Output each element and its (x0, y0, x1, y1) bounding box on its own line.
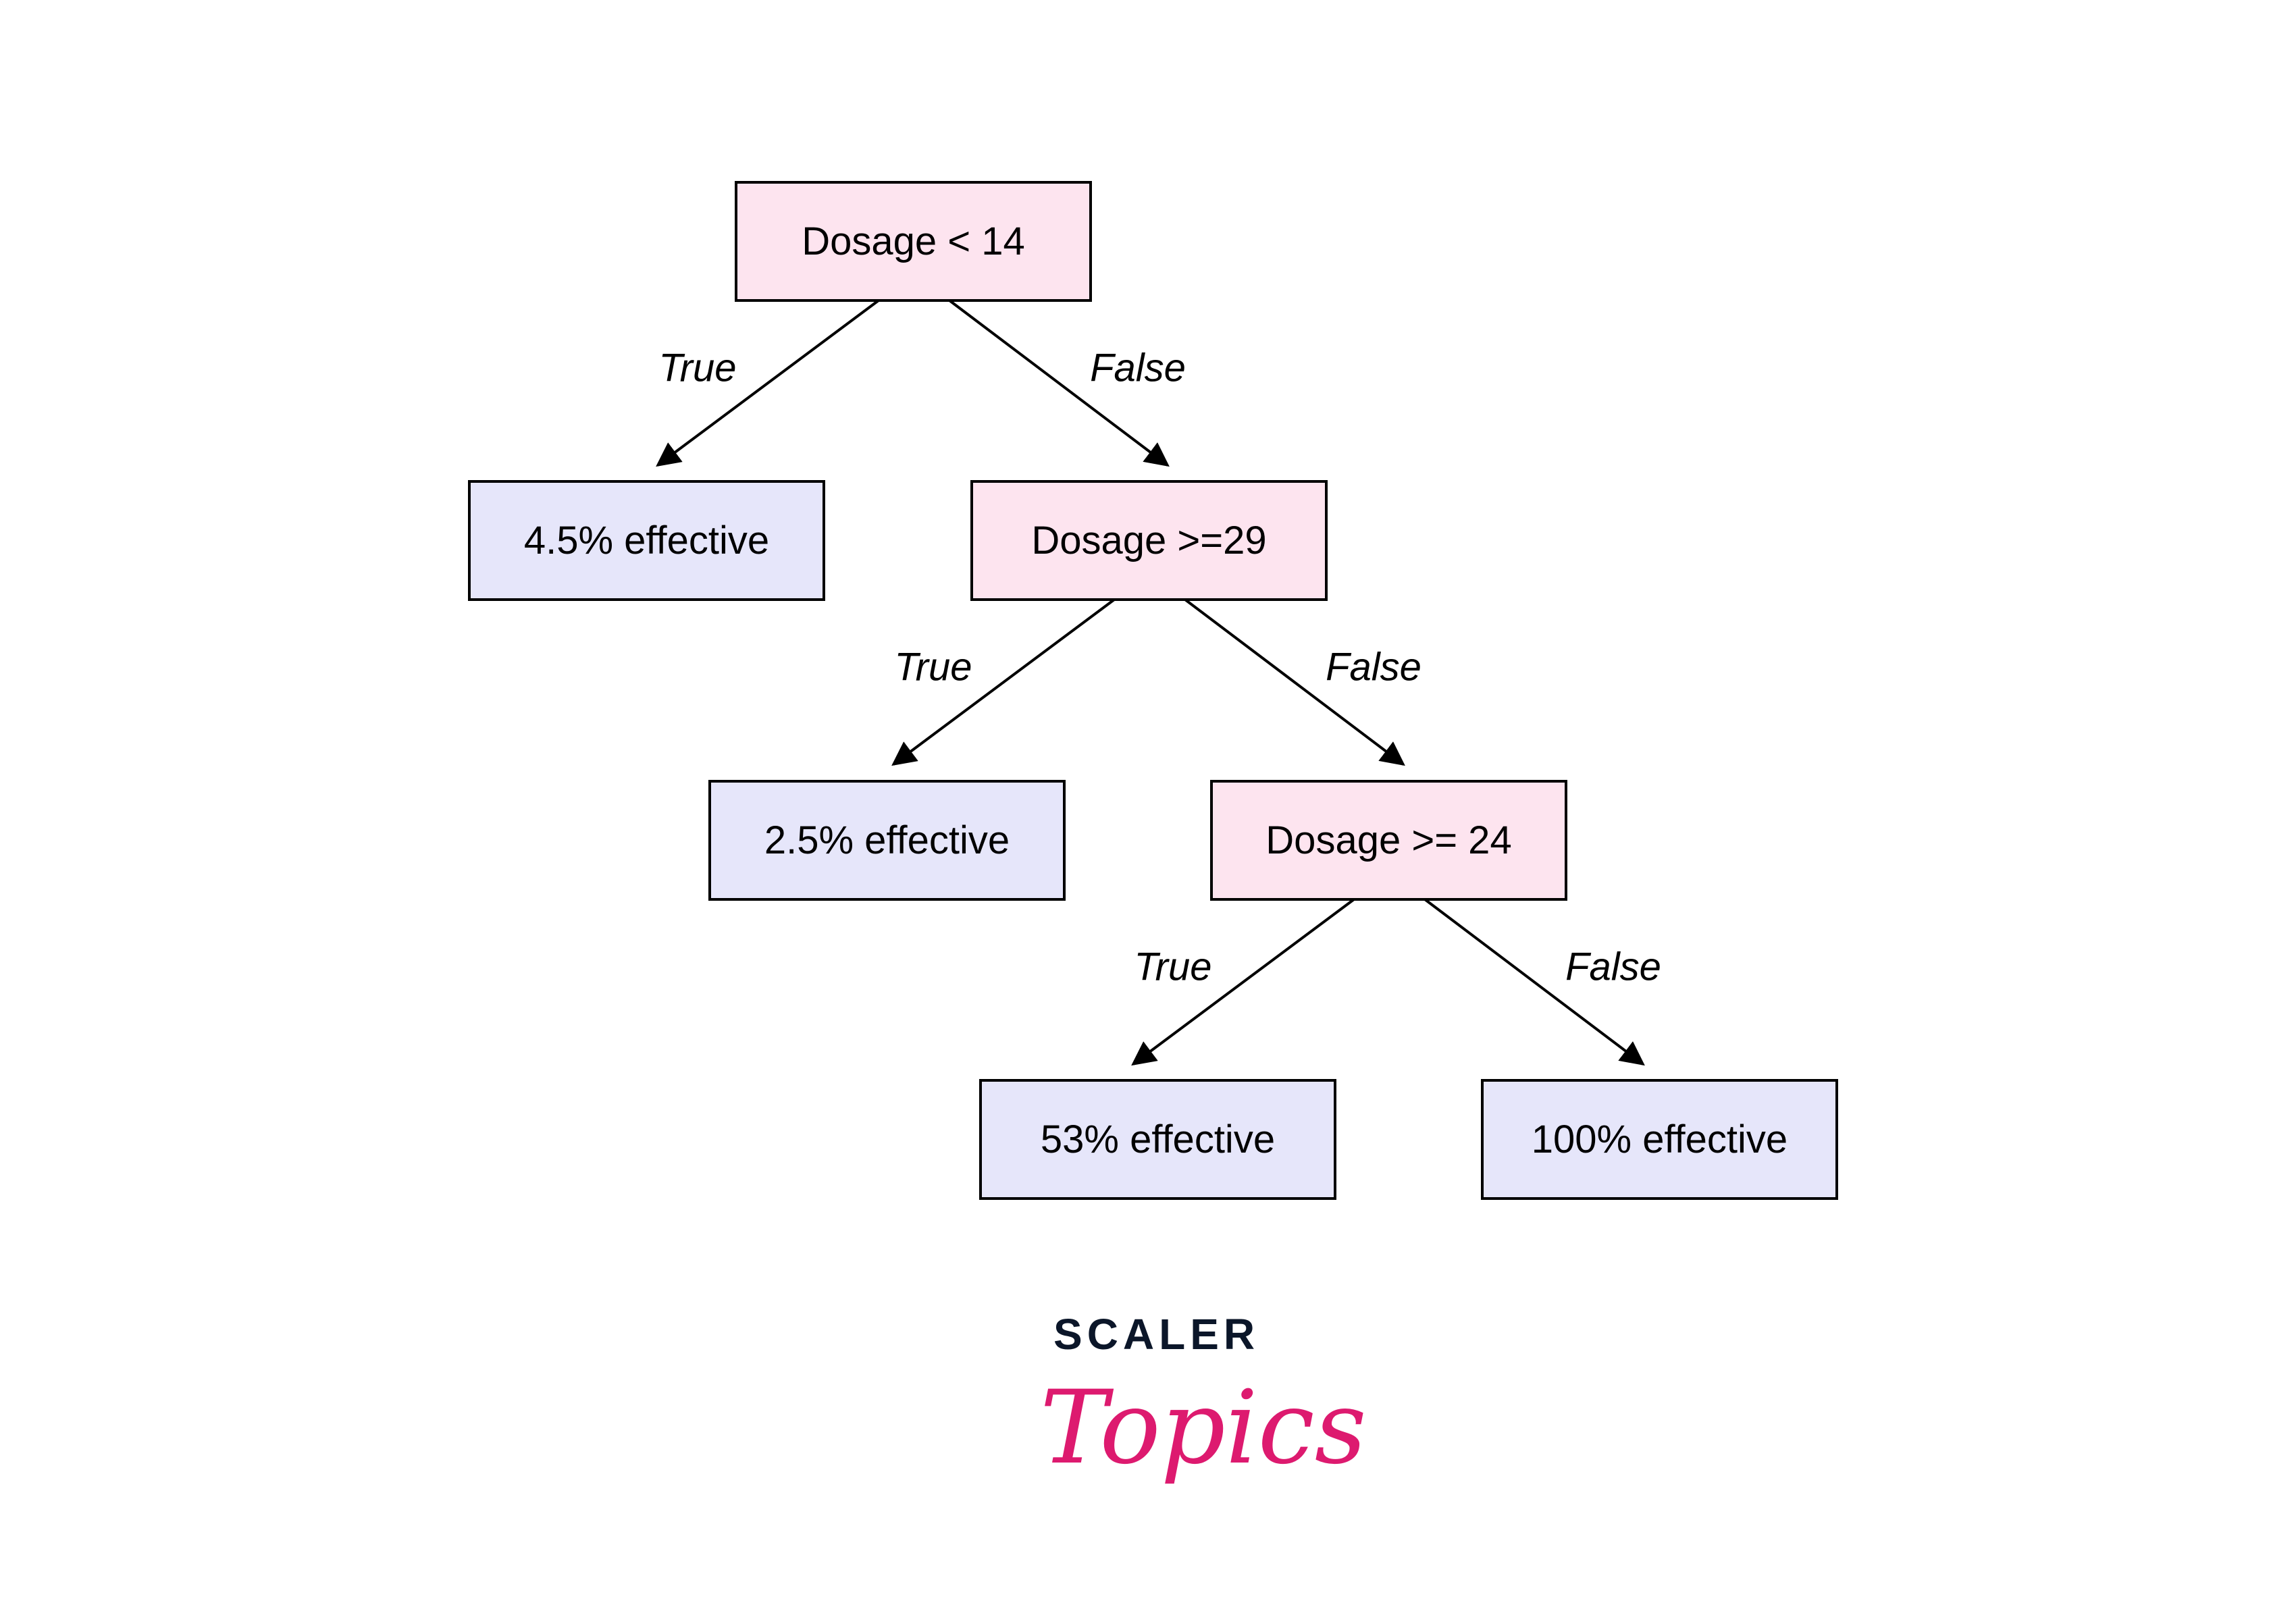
node-box (708, 780, 1066, 901)
decision-node: Dosage >= 24 (1210, 780, 1567, 901)
leaf-node: 53% effective (979, 1079, 1336, 1200)
edge-arrow (656, 299, 880, 467)
edge-label-true: True (659, 346, 737, 390)
edge-arrow (1184, 598, 1405, 766)
node-box (970, 480, 1328, 601)
leaf-node: 100% effective (1481, 1079, 1838, 1200)
node-label: Dosage < 14 (802, 219, 1025, 263)
leaf-node: 4.5% effective (468, 480, 825, 601)
node-box (468, 480, 825, 601)
node-label: 53% effective (1041, 1117, 1275, 1161)
node-label: 4.5% effective (524, 519, 769, 562)
node-box (1481, 1079, 1838, 1200)
edge-arrow (1131, 898, 1355, 1066)
node-box (1210, 780, 1567, 901)
logo-topics-text: Topics (1040, 1369, 1367, 1487)
decision-node: Dosage < 14 (735, 181, 1092, 302)
edge-arrow (891, 598, 1116, 766)
node-label: 2.5% effective (764, 818, 1010, 862)
edge-label-true: True (1134, 945, 1212, 989)
node-label: 100% effective (1532, 1117, 1788, 1161)
edge-arrow (948, 299, 1170, 467)
decision-node: Dosage >=29 (970, 480, 1328, 601)
edge-label-false: False (1090, 346, 1186, 390)
node-box (735, 181, 1092, 302)
edge-label-false: False (1565, 945, 1661, 989)
edge-arrow (1424, 898, 1645, 1066)
edge-label-false: False (1326, 646, 1421, 689)
leaf-node: 2.5% effective (708, 780, 1066, 901)
node-label: Dosage >=29 (1031, 519, 1266, 562)
edge-label-true: True (895, 646, 972, 689)
node-label: Dosage >= 24 (1266, 818, 1511, 862)
logo-scaler-text: SCALER (1053, 1310, 1260, 1359)
node-box (979, 1079, 1336, 1200)
